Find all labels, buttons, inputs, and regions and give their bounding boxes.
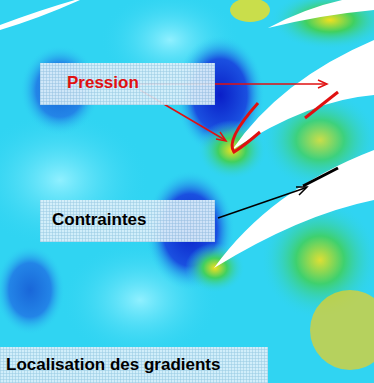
caption: Localisation des gradients [6, 355, 220, 375]
callout-label: Contraintes [52, 210, 146, 230]
callout-label: Pression [67, 73, 139, 93]
